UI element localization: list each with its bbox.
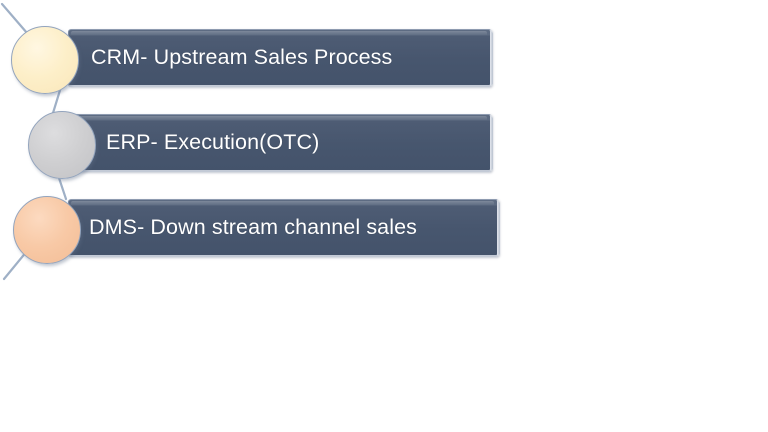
step-label-erp: ERP- Execution(OTC) — [106, 130, 320, 154]
step-marker-dms-circle-peach[interactable] — [13, 196, 81, 264]
process-step-erp[interactable]: ERP- Execution(OTC) — [0, 111, 510, 181]
connector-line-exit — [2, 249, 29, 281]
step-bar-erp[interactable]: ERP- Execution(OTC) — [68, 114, 493, 172]
process-step-crm[interactable]: CRM- Upstream Sales Process — [0, 26, 510, 96]
step-marker-erp-circle-gray[interactable] — [28, 111, 96, 179]
process-step-dms[interactable]: DMS- Down stream channel sales — [0, 196, 520, 266]
step-label-dms: DMS- Down stream channel sales — [89, 215, 418, 239]
step-label-crm: CRM- Upstream Sales Process — [91, 45, 393, 69]
connector-line-entry — [0, 2, 29, 35]
connector-line-1-2 — [51, 85, 63, 115]
bar-bevel-erp — [490, 117, 493, 170]
bar-bevel-crm — [490, 32, 493, 85]
bar-bevel-dms — [497, 202, 500, 255]
step-bar-crm[interactable]: CRM- Upstream Sales Process — [68, 29, 493, 87]
step-bar-dms[interactable]: DMS- Down stream channel sales — [68, 199, 500, 257]
step-marker-crm-circle-cream[interactable] — [11, 26, 79, 94]
